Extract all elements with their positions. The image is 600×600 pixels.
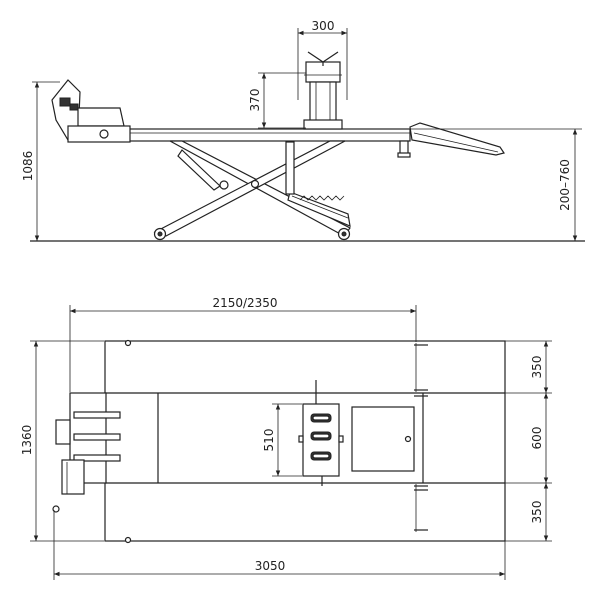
- dim-label-2150-2350: 2150/2350: [212, 296, 277, 310]
- dimension-width-top: 300: [297, 19, 348, 100]
- side-view: 300 370 1086 200–760: [21, 19, 585, 242]
- dimension-platform-length: 2150/2350: [69, 296, 417, 392]
- dimension-total-length: 3050: [53, 510, 506, 580]
- wheel-vice-top: [298, 380, 344, 486]
- inspection-hatch: [351, 406, 415, 472]
- ramp-hinges: [414, 343, 428, 532]
- wheel-vice-side: [303, 51, 343, 130]
- dim-label-350-top: 350: [530, 356, 544, 379]
- support-leg: [397, 140, 411, 158]
- dim-label-370: 370: [248, 89, 262, 112]
- rear-ramp: [409, 122, 505, 156]
- dimension-vice-length: 510: [262, 403, 302, 477]
- dimension-right-widths: 350 600 350: [505, 340, 552, 542]
- dim-label-1360: 1360: [20, 425, 34, 456]
- top-view: 2150/2350 1360 510 350 600 350: [20, 296, 552, 580]
- control-box-top: [52, 339, 132, 544]
- scissor-mechanism: [153, 140, 351, 241]
- dimension-total-width: 1360: [20, 340, 104, 542]
- dim-label-3050: 3050: [255, 559, 286, 573]
- dim-label-600: 600: [530, 427, 544, 450]
- dim-label-510: 510: [262, 429, 276, 452]
- dim-label-350-bottom: 350: [530, 501, 544, 524]
- control-box: [51, 79, 131, 143]
- dimension-vice-height: 370: [248, 72, 306, 129]
- dim-label-1086: 1086: [21, 151, 35, 182]
- dimension-lift-range: 200–760: [410, 128, 582, 241]
- dimension-max-height: 1086: [21, 81, 60, 241]
- dim-label-200-760: 200–760: [558, 159, 572, 211]
- dim-label-300: 300: [312, 19, 335, 33]
